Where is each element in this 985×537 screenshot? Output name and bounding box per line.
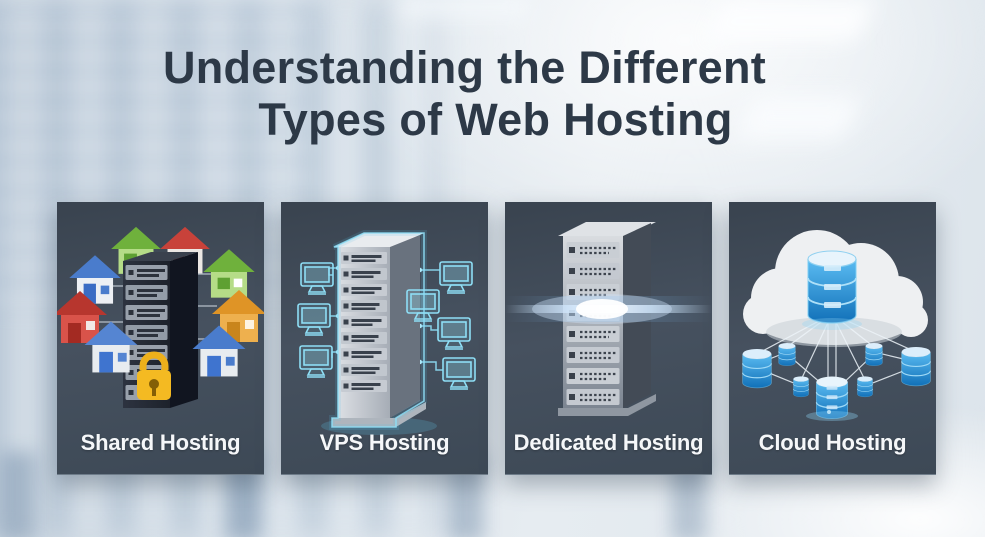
hosting-panels-row: Shared Hosting [57,202,936,475]
lock-icon [137,351,171,400]
vps-hosting-illustration [297,230,476,435]
house-icon [57,249,264,377]
panel-label-shared-hosting: Shared Hosting [80,430,241,455]
dedicated-hosting-illustration [505,222,712,416]
server-tower [329,230,427,430]
ceiling-light-glow [703,0,876,42]
panel-label-dedicated-hosting: Dedicated Hosting [513,430,704,455]
monitor-icons [297,261,476,390]
shared-hosting-illustration [57,226,264,408]
panel-dedicated-hosting: Dedicated Hosting [505,202,712,475]
panel-cloud-hosting: Cloud Hosting [729,202,936,475]
page-title-line-1: Understanding the Different [162,42,767,93]
page-title-line-2: Types of Web Hosting [258,94,733,145]
page-title: Understanding the Different Types of Web… [0,42,985,146]
panel-vps-hosting: VPS Hosting [281,202,488,475]
panel-label-cloud-hosting: Cloud Hosting [758,430,907,455]
database-icon [742,343,931,420]
light-flare [505,294,712,324]
central-database-icon [802,250,862,330]
ceiling-light-glow [400,0,530,20]
panel-label-vps-hosting: VPS Hosting [319,430,450,455]
cloud-hosting-illustration [742,230,931,421]
panel-shared-hosting: Shared Hosting [57,202,264,475]
